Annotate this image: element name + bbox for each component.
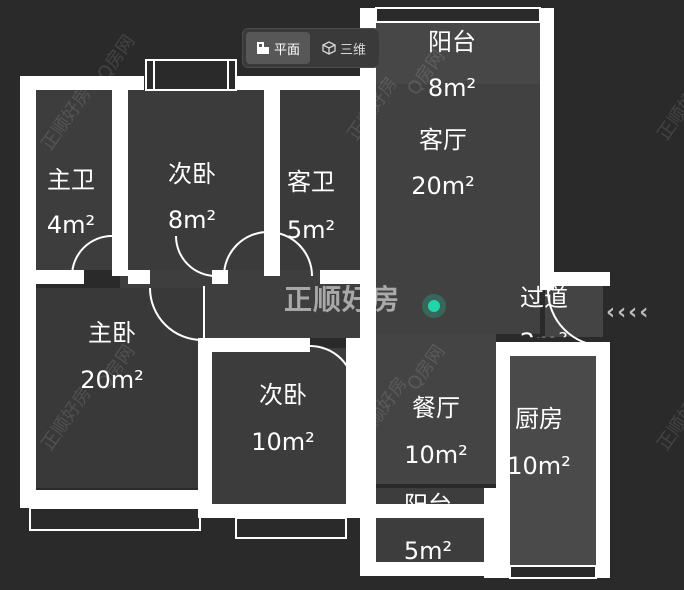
floorplan-icon [256, 42, 269, 54]
room-area-master-bath: 4m² [46, 211, 96, 239]
room-name-guest-bath: 客卫 [287, 168, 335, 196]
door-master-bath [71, 235, 113, 277]
cube-icon [322, 41, 336, 55]
wall [596, 342, 610, 578]
wall [118, 76, 144, 90]
wall [484, 488, 498, 578]
wall [320, 270, 362, 284]
wall [20, 76, 36, 498]
room-name-living-room: 客厅 [419, 126, 467, 154]
wall [360, 8, 376, 568]
wall [128, 270, 150, 284]
door-master-bedroom [149, 287, 203, 341]
chevron-left-icon: ‹ [617, 300, 627, 325]
door-guest-bath [223, 231, 313, 277]
doors [71, 231, 605, 391]
wall [280, 76, 362, 90]
wall [346, 338, 362, 518]
wall [36, 270, 84, 284]
view-toggle: 平面 三维 [242, 28, 380, 68]
window-kitchen [509, 565, 597, 579]
wall [20, 76, 118, 90]
chevron-left-icon: ‹ [639, 300, 649, 325]
door-entry [547, 289, 605, 347]
wall [212, 270, 228, 284]
room-name-master-bath: 主卫 [47, 166, 95, 194]
room-fills [36, 22, 603, 566]
fill-dining-room [376, 334, 496, 484]
door-second-bedroom-b [309, 345, 355, 391]
walls [20, 8, 610, 578]
fill-master-bath [36, 90, 112, 270]
room-name-dining-room: 餐厅 [412, 394, 460, 422]
window-second-bedroom-b [235, 517, 347, 539]
room-name-second-bedroom-a: 次卧 [168, 160, 216, 188]
wall [198, 338, 310, 352]
fill-second-bedroom-b [212, 348, 360, 508]
room-area-balcony-top: 8m² [427, 74, 477, 102]
room-area-corridor: 2m² [520, 330, 568, 337]
wall [360, 562, 498, 576]
window-second-bedroom-a [145, 59, 237, 91]
wall [198, 504, 376, 518]
wall [496, 342, 610, 356]
wall [264, 76, 280, 276]
entry-direction: ‹ ‹ ‹ ‹ [606, 302, 648, 324]
plan-view-button[interactable]: 平面 [246, 32, 310, 64]
fill-corridor [545, 285, 603, 337]
door-second-bedroom-a [175, 235, 217, 277]
fill-balcony-top [376, 22, 540, 84]
room-area-second-bedroom-b: 10m² [251, 428, 315, 456]
room-area-dining-room: 10m² [404, 441, 468, 469]
wall [20, 490, 210, 508]
room-name-master-bedroom: 主卧 [88, 319, 136, 347]
wall [198, 338, 212, 518]
fill-living-room [376, 84, 540, 334]
wall [360, 504, 498, 518]
room-name-balcony-top: 阳台 [428, 28, 476, 56]
room-name-second-bedroom-b: 次卧 [259, 381, 307, 409]
window-balcony-top [375, 7, 541, 23]
room-area-balcony-bottom: 5m² [403, 537, 453, 565]
room-area-guest-bath: 5m² [286, 216, 336, 244]
wall [496, 342, 510, 578]
room-name-balcony-bottom: 阳台 [404, 491, 452, 519]
fill-master-bedroom [36, 288, 204, 488]
room-name-kitchen: 厨房 [515, 405, 563, 433]
chevron-left-icon: ‹ [606, 300, 616, 325]
plan-view-label: 平面 [273, 42, 300, 58]
wall [540, 8, 554, 290]
fill-kitchen [510, 352, 596, 566]
wall [540, 272, 610, 286]
room-area-second-bedroom-a: 8m² [167, 206, 217, 234]
location-marker-icon[interactable] [422, 294, 446, 318]
brand-watermark: 正顺好房 [283, 283, 401, 316]
chevron-left-icon: ‹ [628, 300, 638, 325]
wall [112, 76, 128, 276]
three-d-view-button[interactable]: 三维 [312, 32, 376, 64]
room-area-kitchen: 10m² [507, 452, 571, 480]
room-name-corridor: 过道 [520, 284, 568, 312]
windows [29, 7, 597, 579]
fill-balcony-bottom [376, 488, 486, 564]
three-d-view-label: 三维 [339, 42, 366, 58]
room-area-master-bedroom: 20m² [80, 366, 144, 394]
window-master-bedroom [29, 507, 201, 531]
room-area-living-room: 20m² [411, 172, 475, 200]
